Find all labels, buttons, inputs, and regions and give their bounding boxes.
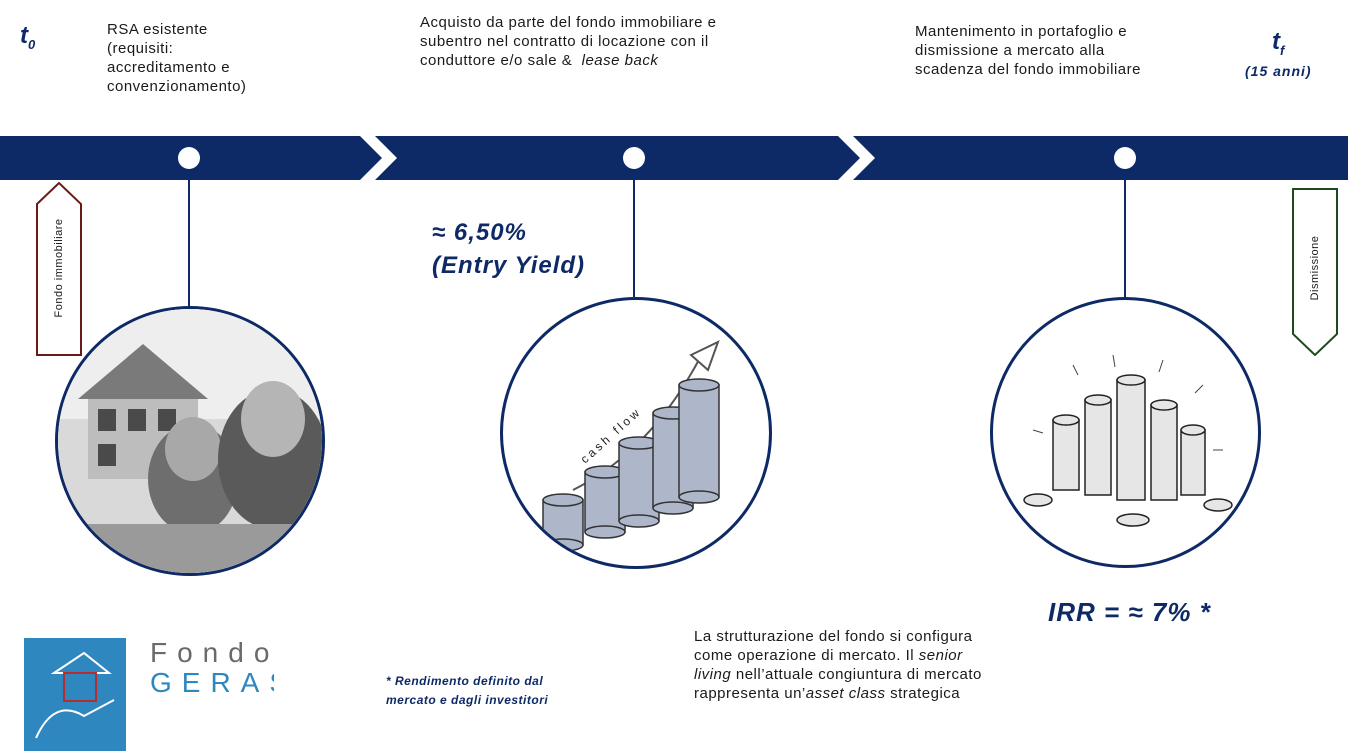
cash-flow-bars: cash flow [542,340,720,552]
logo-wordmark: Fondo GERAS [126,638,274,703]
timeline-start-label: t0 [20,22,36,52]
hand-house-icon [35,651,115,739]
irr-value: IRR = ≈ 7% * [1048,597,1211,627]
coin-stacks [1023,354,1233,527]
connector-line-3 [1124,169,1126,297]
timeline-end-label: tf [1272,28,1285,58]
elderly-couple-photo [55,306,325,576]
timeline-dot-3 [1114,147,1136,169]
logo-line-2: GERAS [150,667,274,698]
step-2-description: Acquisto da parte del fondo immobiliare … [420,14,717,69]
chevron-separator-1 [360,136,397,180]
dismissione-label: Dismissione [1309,235,1321,301]
logo-line-1: Fondo [150,638,274,668]
connector-line-2 [633,169,635,297]
timeline-end-note: (15 anni) [1245,63,1312,79]
timeline-dot-2 [623,147,645,169]
fondo-geras-logo [24,638,126,751]
timeline-band [0,136,1348,180]
entry-yield: ≈ 6,50% (Entry Yield) [432,219,586,279]
timeline-dot-1 [178,147,200,169]
chevron-separator-2 [838,136,875,180]
conclusion-text: La strutturazione del fondo si configura… [694,628,982,702]
cash-flow-illustration: cash flow [500,297,772,569]
connector-line-1 [188,169,190,307]
step-1-description: RSA esistente (requisiti: accreditamento… [107,21,247,95]
step-3-description: Mantenimento in portafoglio e dismission… [915,23,1141,78]
fondo-immobiliare-label: Fondo immobiliare [53,218,65,318]
dismissione-tag [1292,188,1338,356]
fondo-immobiliare-tag [36,182,82,356]
footnote: * Rendimento definito dal mercato e dagl… [386,674,549,707]
house-illustration [58,309,322,573]
coins-illustration [990,297,1261,568]
